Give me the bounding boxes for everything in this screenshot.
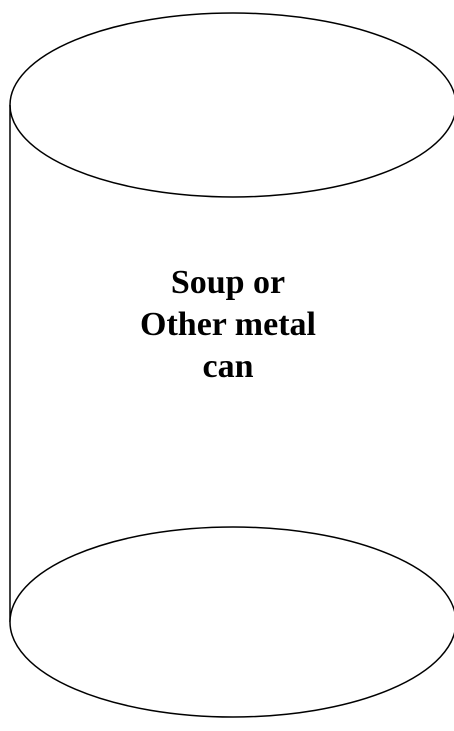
can-label-line-3: can bbox=[98, 346, 358, 388]
can-label-line-1: Soup or bbox=[98, 262, 358, 304]
cylinder-top-ellipse bbox=[10, 13, 454, 197]
can-label-line-2: Other metal bbox=[98, 304, 358, 346]
can-label: Soup or Other metal can bbox=[98, 262, 358, 388]
cylinder-bottom-ellipse bbox=[10, 527, 454, 717]
